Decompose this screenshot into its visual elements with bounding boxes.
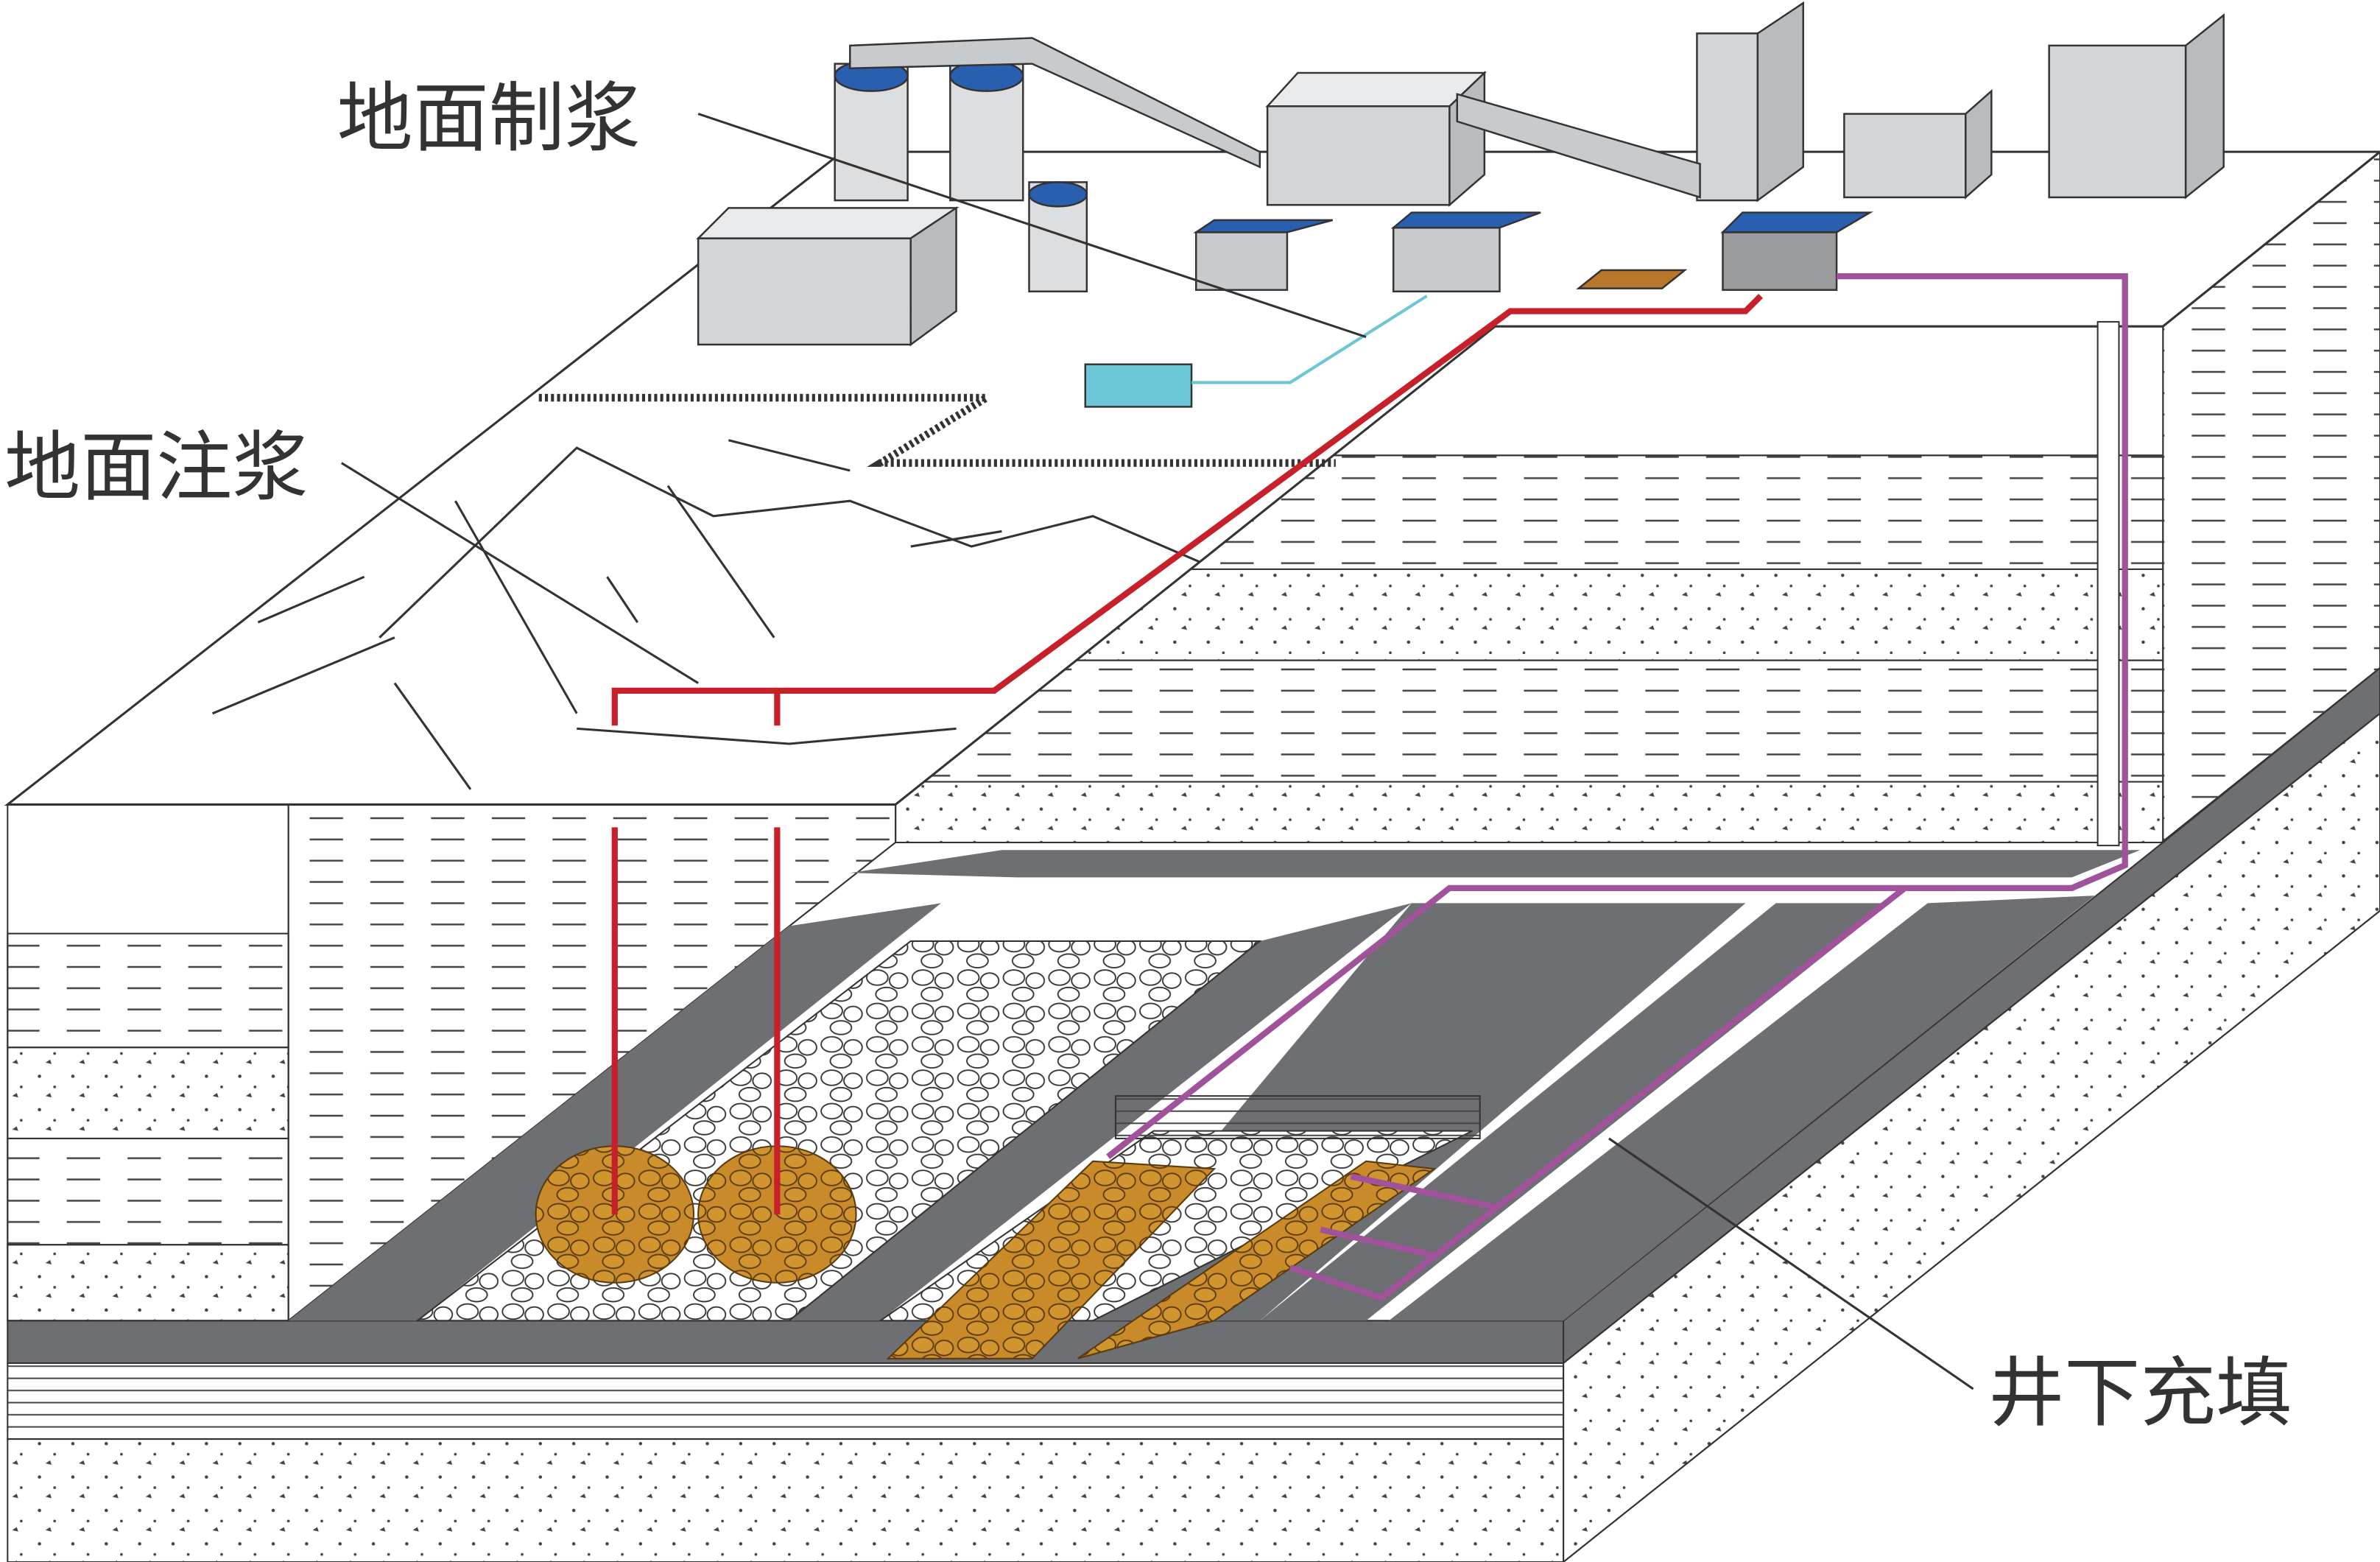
front-strata	[7, 1320, 1565, 1562]
right-side-strata	[1563, 150, 2380, 1562]
fill-pipe-branch	[1289, 885, 1907, 1301]
filling-body	[886, 1160, 1217, 1359]
fill-pipe	[1106, 273, 2128, 1159]
surface-facilities	[696, 1, 2225, 408]
ground-cracks	[211, 439, 1200, 790]
slurry-line	[1191, 295, 1428, 384]
filling-support	[1114, 1095, 1481, 1139]
label-surface-grouting: 地面注浆	[4, 423, 308, 512]
fill-pipe-laterals	[1320, 1173, 1496, 1259]
left-front-strata	[7, 803, 897, 1323]
fill-shaft	[2096, 320, 2120, 847]
leader-lines	[340, 113, 1974, 1390]
surface-boundary	[538, 393, 1336, 467]
filling-body	[1077, 1160, 1437, 1359]
grout-pipe	[611, 294, 1763, 726]
label-surface-pulping: 地面制浆	[337, 74, 641, 163]
label-underground-filling: 井下充填	[1988, 1349, 2292, 1438]
